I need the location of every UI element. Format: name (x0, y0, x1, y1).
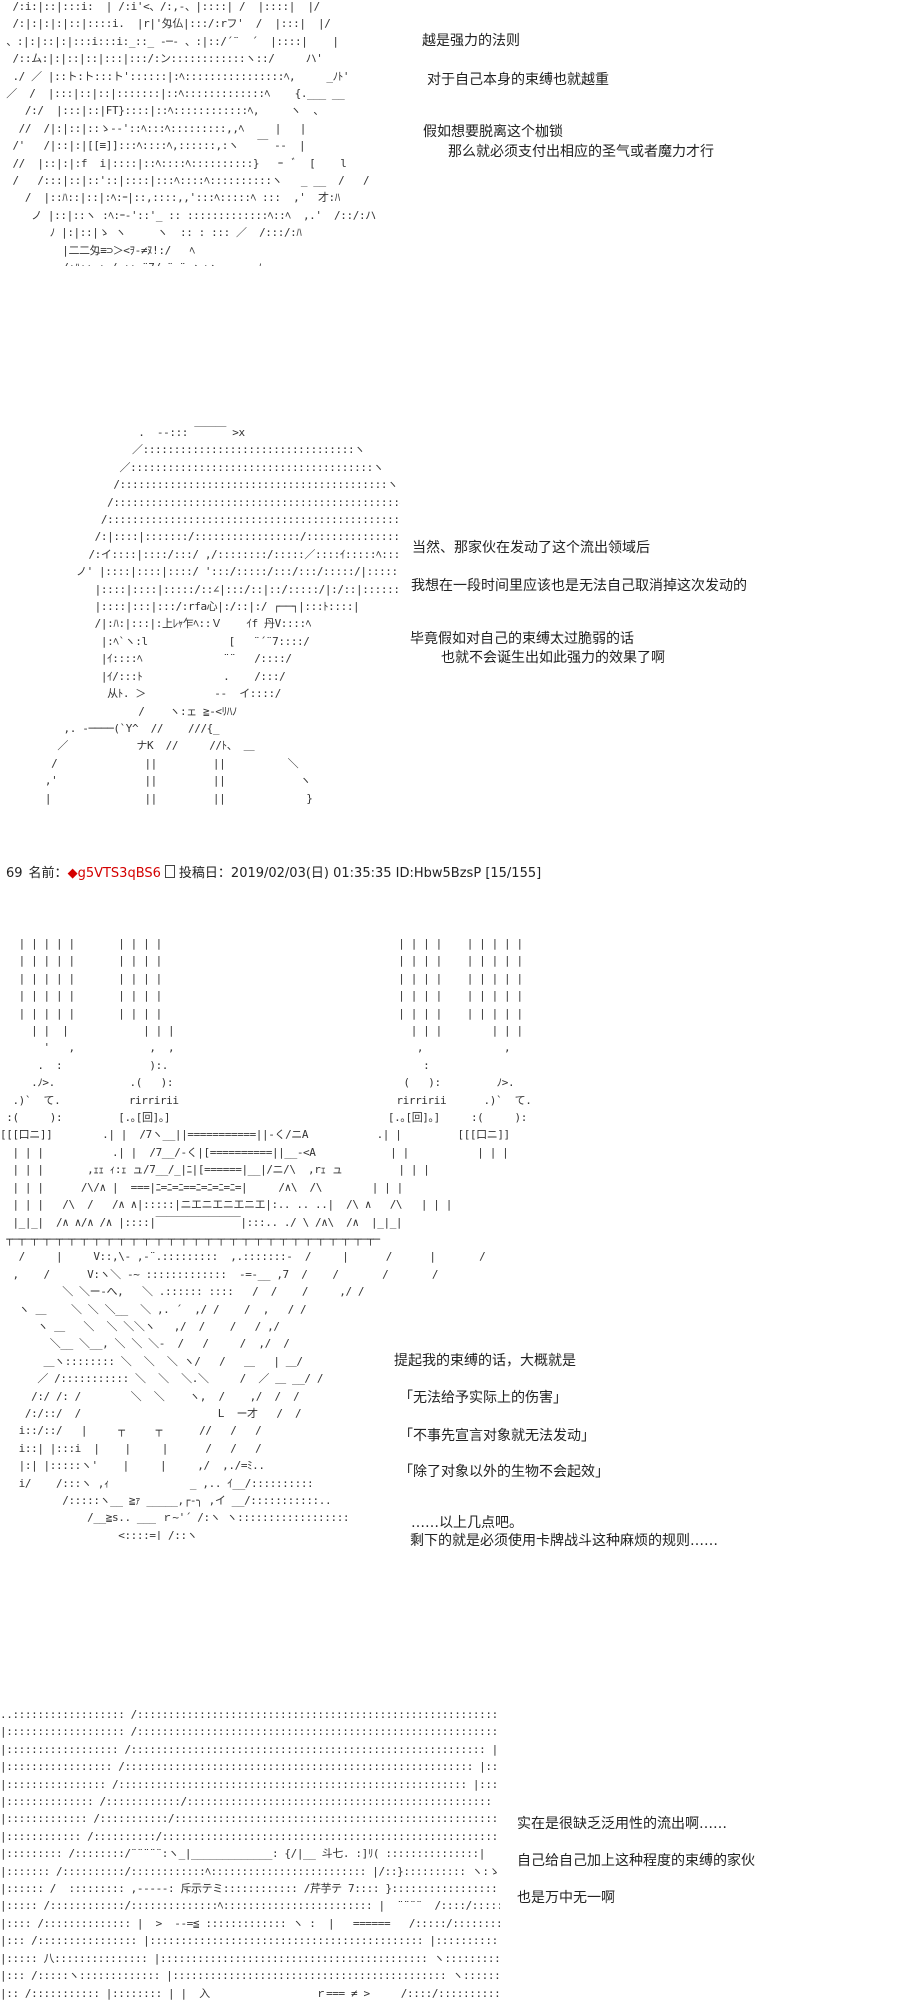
post-header: 69 名前：◆g5VTS3qBS6 投稿日：2019/02/03(日) 01:35:… (6, 862, 541, 881)
dialogue-line-1-3: 假如想要脱离这个枷锁 (423, 124, 563, 140)
dialogue-line-4-1: 实在是很缺乏泛用性的流出啊…… (517, 1816, 727, 1832)
post-trip: g5VTS3qBS6 (77, 866, 161, 881)
post-count: [15/155] (485, 866, 542, 881)
ascii-art-block-3: | | | | | | | | | | | | | | | | | | | | … (0, 937, 532, 1540)
post-number[interactable]: 69 (6, 866, 23, 881)
ascii-art-block-4: ..:::::::::::::::::: /::::::::::::::::::… (0, 1708, 500, 2000)
ascii-art-block-1: /:i:|::|:::i: | /:i'<、/:,-、|::::| / |:::… (6, 0, 376, 266)
dialogue-line-3-5: ……以上几点吧。 (411, 1515, 523, 1531)
post-date: 投稿日：2019/02/03(日) 01:35:35 (178, 866, 392, 881)
post-name-label: 名前： (28, 866, 68, 881)
dialogue-line-2-2: 我想在一段时间里应该也是无法自己取消掉这次发动的 (411, 578, 747, 594)
post-id[interactable]: ID:Hbw5BzsP (395, 866, 482, 881)
dialogue-line-2-4: 也就不会诞生出如此强力的效果了啊 (441, 650, 665, 666)
dialogue-line-3-1: 提起我的束缚的话，大概就是 (394, 1353, 576, 1369)
dialogue-line-1-4: 那么就必须支付出相应的圣气或者魔力才行 (448, 144, 714, 160)
dialogue-line-1-1: 越是强力的法则 (422, 33, 520, 49)
ascii-art-block-2: . ‐-::: ￣￣￣ >x ／::::::::::::::::::::::::… (44, 426, 400, 809)
dialogue-line-2-1: 当然、那家伙在发动了这个流出领域后 (412, 540, 650, 556)
dialogue-line-3-3: 「不事先宣言对象就无法发动」 (399, 1428, 595, 1444)
dialogue-line-3-4: 「除了对象以外的生物不会起效」 (399, 1464, 609, 1480)
dialogue-line-1-2: 对于自己本身的束缚也就越重 (427, 72, 609, 88)
dialogue-line-2-3: 毕竟假如对自己的束缚太过脆弱的话 (410, 631, 634, 647)
dialogue-line-3-6: 剩下的就是必须使用卡牌战斗这种麻烦的规则…… (410, 1533, 718, 1549)
dialogue-line-4-2: 自己给自己加上这种程度的束缚的家伙 (517, 1853, 755, 1869)
checkbox-icon (164, 865, 175, 878)
dialogue-line-4-3: 也是万中无一啊 (517, 1890, 615, 1906)
dialogue-line-3-2: 「无法给予实际上的伤害」 (399, 1390, 567, 1406)
trip-diamond: ◆ (67, 866, 78, 881)
